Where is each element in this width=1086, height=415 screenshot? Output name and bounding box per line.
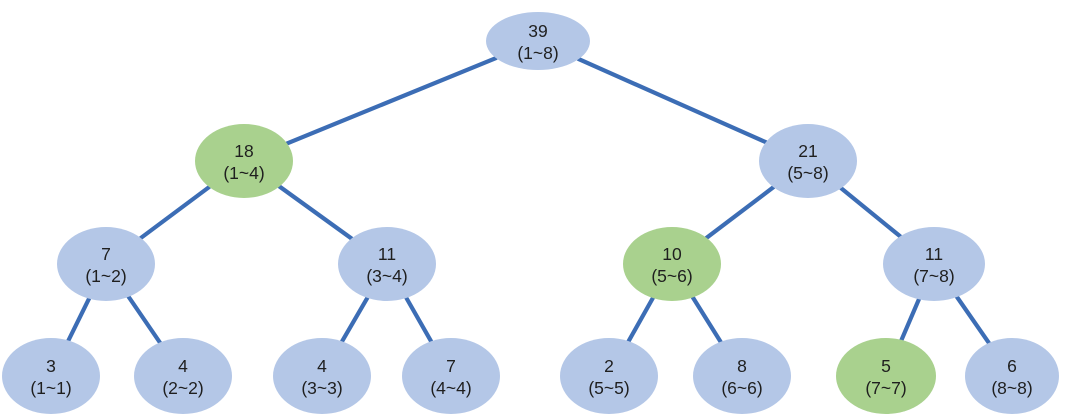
tree-node-1-2: 7(1~2) (57, 227, 155, 301)
node-range: (8~8) (991, 378, 1032, 398)
node-range: (1~1) (30, 378, 71, 398)
tree-edge-1-2-to-1-1 (66, 296, 92, 343)
node-range: (3~4) (366, 266, 407, 286)
tree-node-3-4: 11(3~4) (338, 227, 436, 301)
tree-edge-5-8-to-5-6 (704, 185, 776, 240)
node-range: (7~7) (865, 378, 906, 398)
node-ellipse-highlighted (623, 227, 721, 301)
node-range: (7~8) (913, 266, 954, 286)
tree-node-7-7: 5(7~7) (836, 338, 936, 414)
node-ellipse-highlighted (836, 338, 936, 414)
node-ellipse (965, 338, 1059, 414)
node-value: 7 (101, 244, 111, 264)
node-ellipse (57, 227, 155, 301)
node-value: 6 (1007, 356, 1017, 376)
node-value: 11 (925, 244, 943, 264)
node-range: (5~8) (787, 163, 828, 183)
tree-edge-7-8-to-8-8 (954, 294, 992, 345)
node-value: 8 (737, 356, 747, 376)
node-ellipse (759, 124, 857, 198)
node-ellipse (560, 338, 658, 414)
node-value: 18 (234, 141, 253, 161)
node-ellipse (338, 227, 436, 301)
tree-node-6-6: 8(6~6) (693, 338, 791, 414)
node-value: 21 (798, 141, 817, 161)
tree-edge-3-4-to-3-3 (340, 295, 370, 344)
tree-edge-1-4-to-3-4 (277, 184, 354, 241)
node-value: 3 (46, 356, 56, 376)
tree-node-5-8: 21(5~8) (759, 124, 857, 198)
node-value: 39 (528, 21, 547, 41)
tree-edge-1-8-to-1-4 (285, 55, 499, 146)
tree-node-8-8: 6(8~8) (965, 338, 1059, 414)
node-range: (3~3) (301, 378, 342, 398)
node-ellipse (134, 338, 232, 414)
tree-node-1-8: 39(1~8) (486, 12, 590, 70)
edges-layer (66, 55, 992, 345)
tree-edge-3-4-to-4-4 (404, 295, 434, 344)
node-range: (4~4) (430, 378, 471, 398)
node-value: 7 (446, 356, 456, 376)
tree-edge-1-8-to-5-8 (576, 56, 768, 145)
tree-node-1-4: 18(1~4) (195, 124, 293, 198)
tree-edge-5-6-to-6-6 (690, 295, 723, 344)
node-value: 2 (604, 356, 614, 376)
node-ellipse (883, 227, 985, 301)
nodes-layer: 39(1~8)18(1~4)21(5~8)7(1~2)11(3~4)10(5~6… (2, 12, 1059, 414)
node-ellipse (693, 338, 791, 414)
node-ellipse (402, 338, 500, 414)
tree-node-5-6: 10(5~6) (623, 227, 721, 301)
node-range: (1~8) (517, 43, 558, 63)
tree-node-1-1: 3(1~1) (2, 338, 100, 414)
node-ellipse (273, 338, 371, 414)
node-range: (5~5) (588, 378, 629, 398)
tree-edge-5-6-to-5-5 (626, 296, 655, 344)
tree-edge-5-8-to-7-8 (839, 186, 903, 239)
node-range: (5~6) (651, 266, 692, 286)
node-range: (2~2) (162, 378, 203, 398)
node-value: 4 (317, 356, 327, 376)
tree-edge-7-8-to-7-7 (899, 297, 922, 342)
tree-node-4-4: 7(4~4) (402, 338, 500, 414)
tree-edge-1-4-to-1-2 (138, 184, 212, 241)
tree-node-5-5: 2(5~5) (560, 338, 658, 414)
node-ellipse (486, 12, 590, 70)
tree-node-3-3: 4(3~3) (273, 338, 371, 414)
node-value: 10 (662, 244, 682, 264)
node-value: 5 (881, 356, 891, 376)
node-ellipse (2, 338, 100, 414)
tree-node-7-8: 11(7~8) (883, 227, 985, 301)
tree-edge-1-2-to-2-2 (126, 294, 162, 345)
tree-node-2-2: 4(2~2) (134, 338, 232, 414)
node-ellipse-highlighted (195, 124, 293, 198)
node-value: 4 (178, 356, 188, 376)
node-value: 11 (378, 244, 396, 264)
node-range: (6~6) (721, 378, 762, 398)
node-range: (1~2) (85, 266, 126, 286)
node-range: (1~4) (223, 163, 264, 183)
